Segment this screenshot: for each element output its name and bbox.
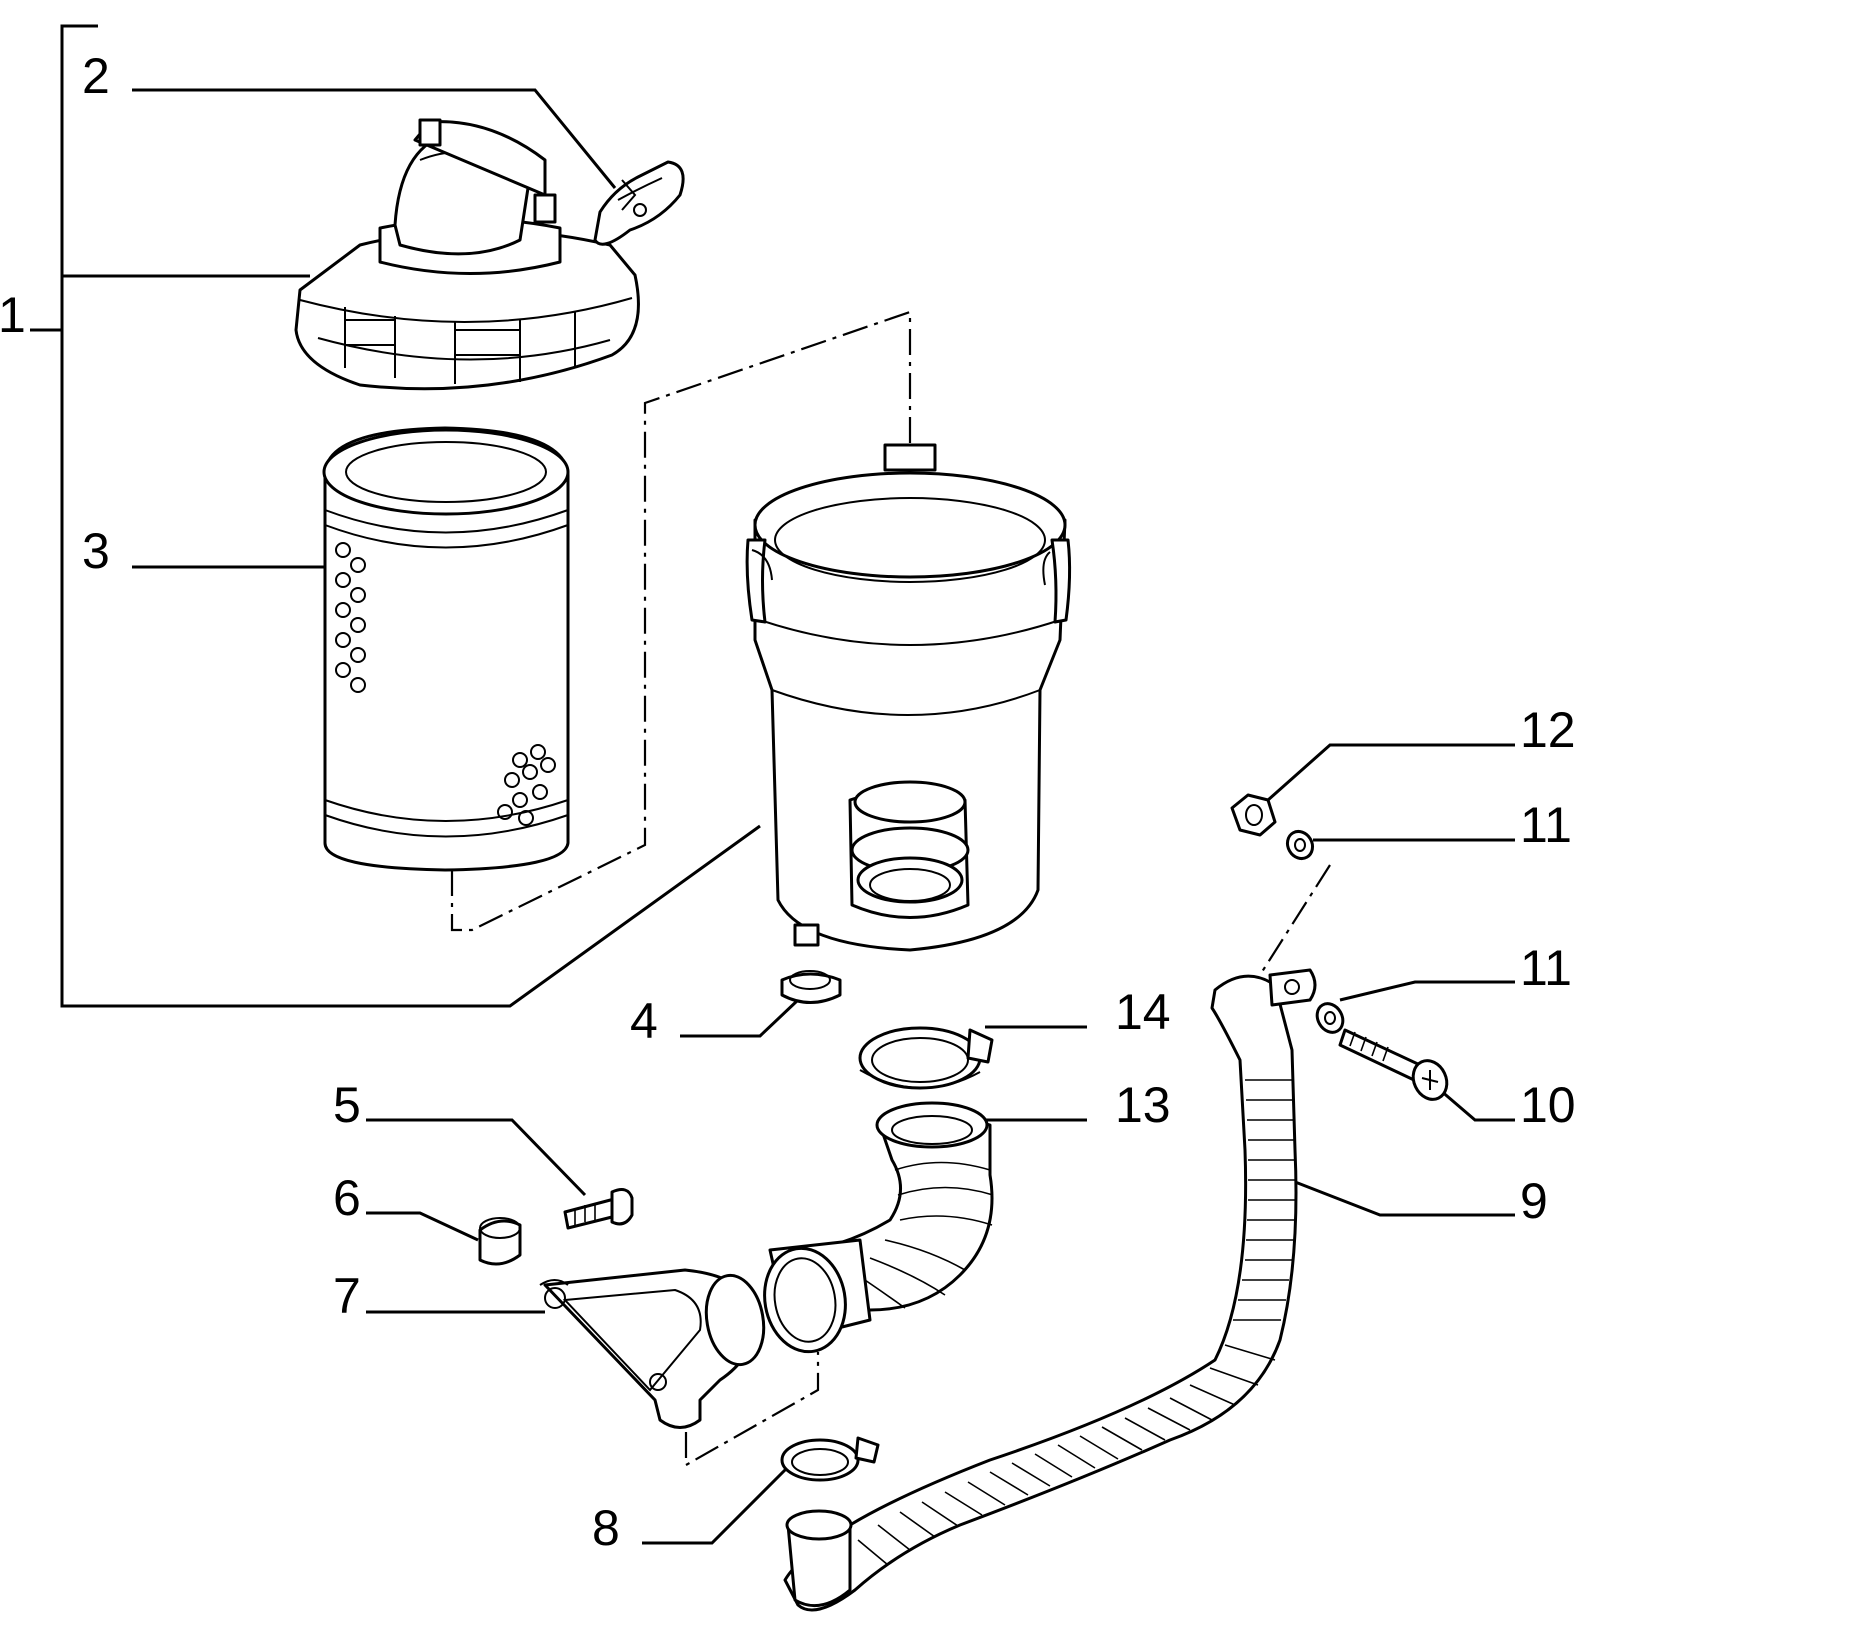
- callout-4: 4: [630, 993, 658, 1049]
- perforation-holes: [335, 542, 556, 826]
- callout-labels: 1 2 3 4 5 6 7 8 9 10 11 11 12 13 14: [0, 48, 1576, 1556]
- callout-12: 12: [1520, 702, 1576, 758]
- callout-8: 8: [592, 1500, 620, 1556]
- bellows-hose: [763, 1101, 994, 1354]
- callout-6: 6: [333, 1170, 361, 1226]
- callout-13: 13: [1115, 1077, 1171, 1133]
- washer-upper: [1285, 829, 1315, 861]
- spacer-bushing: [478, 1217, 522, 1266]
- callout-7: 7: [333, 1268, 361, 1324]
- spring-clip: [593, 160, 685, 246]
- hose-clamp-large: [858, 1026, 994, 1090]
- washer-lower: [1315, 1002, 1345, 1034]
- drain-hose: [783, 968, 1317, 1612]
- callout-3: 3: [82, 523, 110, 579]
- callout-10: 10: [1520, 1077, 1576, 1133]
- grommet: [780, 970, 842, 1004]
- filter-cartridge: [322, 426, 570, 872]
- assembly-dash-lines: [450, 310, 1331, 1467]
- callout-5: 5: [333, 1077, 361, 1133]
- leader-lines: [30, 24, 1515, 1545]
- hex-nut: [1230, 793, 1277, 837]
- bolt-short: [563, 1188, 634, 1230]
- callout-11-upper: 11: [1520, 797, 1572, 853]
- screw: [1338, 1028, 1449, 1101]
- callout-11-lower: 11: [1520, 940, 1572, 996]
- inlet-elbow-bracket: [539, 1268, 766, 1429]
- housing-body: [745, 443, 1072, 952]
- hose-clamp-small: [780, 1436, 880, 1482]
- callout-14: 14: [1115, 984, 1171, 1040]
- callout-2: 2: [82, 48, 110, 104]
- callout-1: 1: [0, 287, 26, 343]
- cover-lid: [294, 118, 640, 391]
- callout-9: 9: [1520, 1173, 1548, 1229]
